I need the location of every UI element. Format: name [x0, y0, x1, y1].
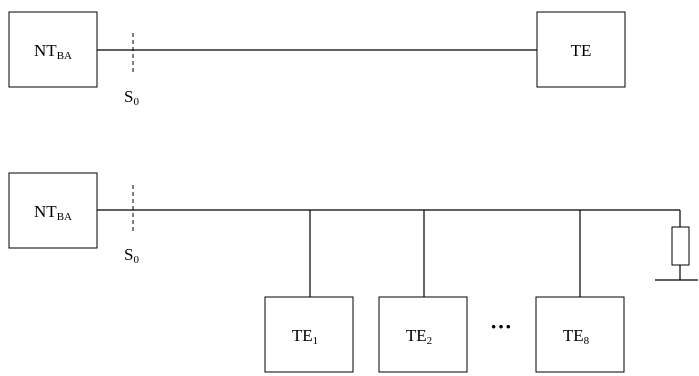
s0-main-2: S: [124, 245, 133, 264]
nt-ba-label: NTBA: [34, 41, 72, 62]
te2-box: [378, 296, 468, 373]
nt-ba-box: [8, 11, 98, 88]
te1-label: TE1: [292, 326, 318, 347]
s0-label-2: S0: [124, 245, 139, 266]
s0-main: S: [124, 87, 133, 106]
nt-ba-main: NT: [34, 41, 57, 60]
te2-sub: 2: [427, 335, 433, 347]
ellipsis: ···: [490, 314, 512, 339]
terminating-resistor-icon: [655, 210, 698, 281]
nt-ba-label-2: NTBA: [34, 202, 72, 223]
te-label: TE: [571, 41, 592, 60]
nt-ba-main-2: NT: [34, 202, 57, 221]
te1-box: [264, 296, 354, 373]
te-box: [536, 11, 626, 88]
te2-label: TE2: [406, 326, 432, 347]
s0-sub: 0: [133, 96, 139, 108]
point-to-point-diagram: NTBA S0 TE: [8, 11, 626, 108]
s0-sub-2: 0: [133, 254, 139, 266]
te1-sub: 1: [313, 335, 319, 347]
point-to-multipoint-diagram: NTBA S0 TE1 TE2 ··· TE8: [8, 172, 698, 373]
te8-sub: 8: [584, 335, 590, 347]
te8-label: TE8: [563, 326, 590, 347]
s0-label: S0: [124, 87, 139, 108]
te8-main: TE: [563, 326, 584, 345]
te1-main: TE: [292, 326, 313, 345]
te2-main: TE: [406, 326, 427, 345]
nt-ba-sub: BA: [57, 50, 72, 62]
nt-ba-sub-2: BA: [57, 211, 72, 223]
te8-box: [535, 296, 625, 373]
